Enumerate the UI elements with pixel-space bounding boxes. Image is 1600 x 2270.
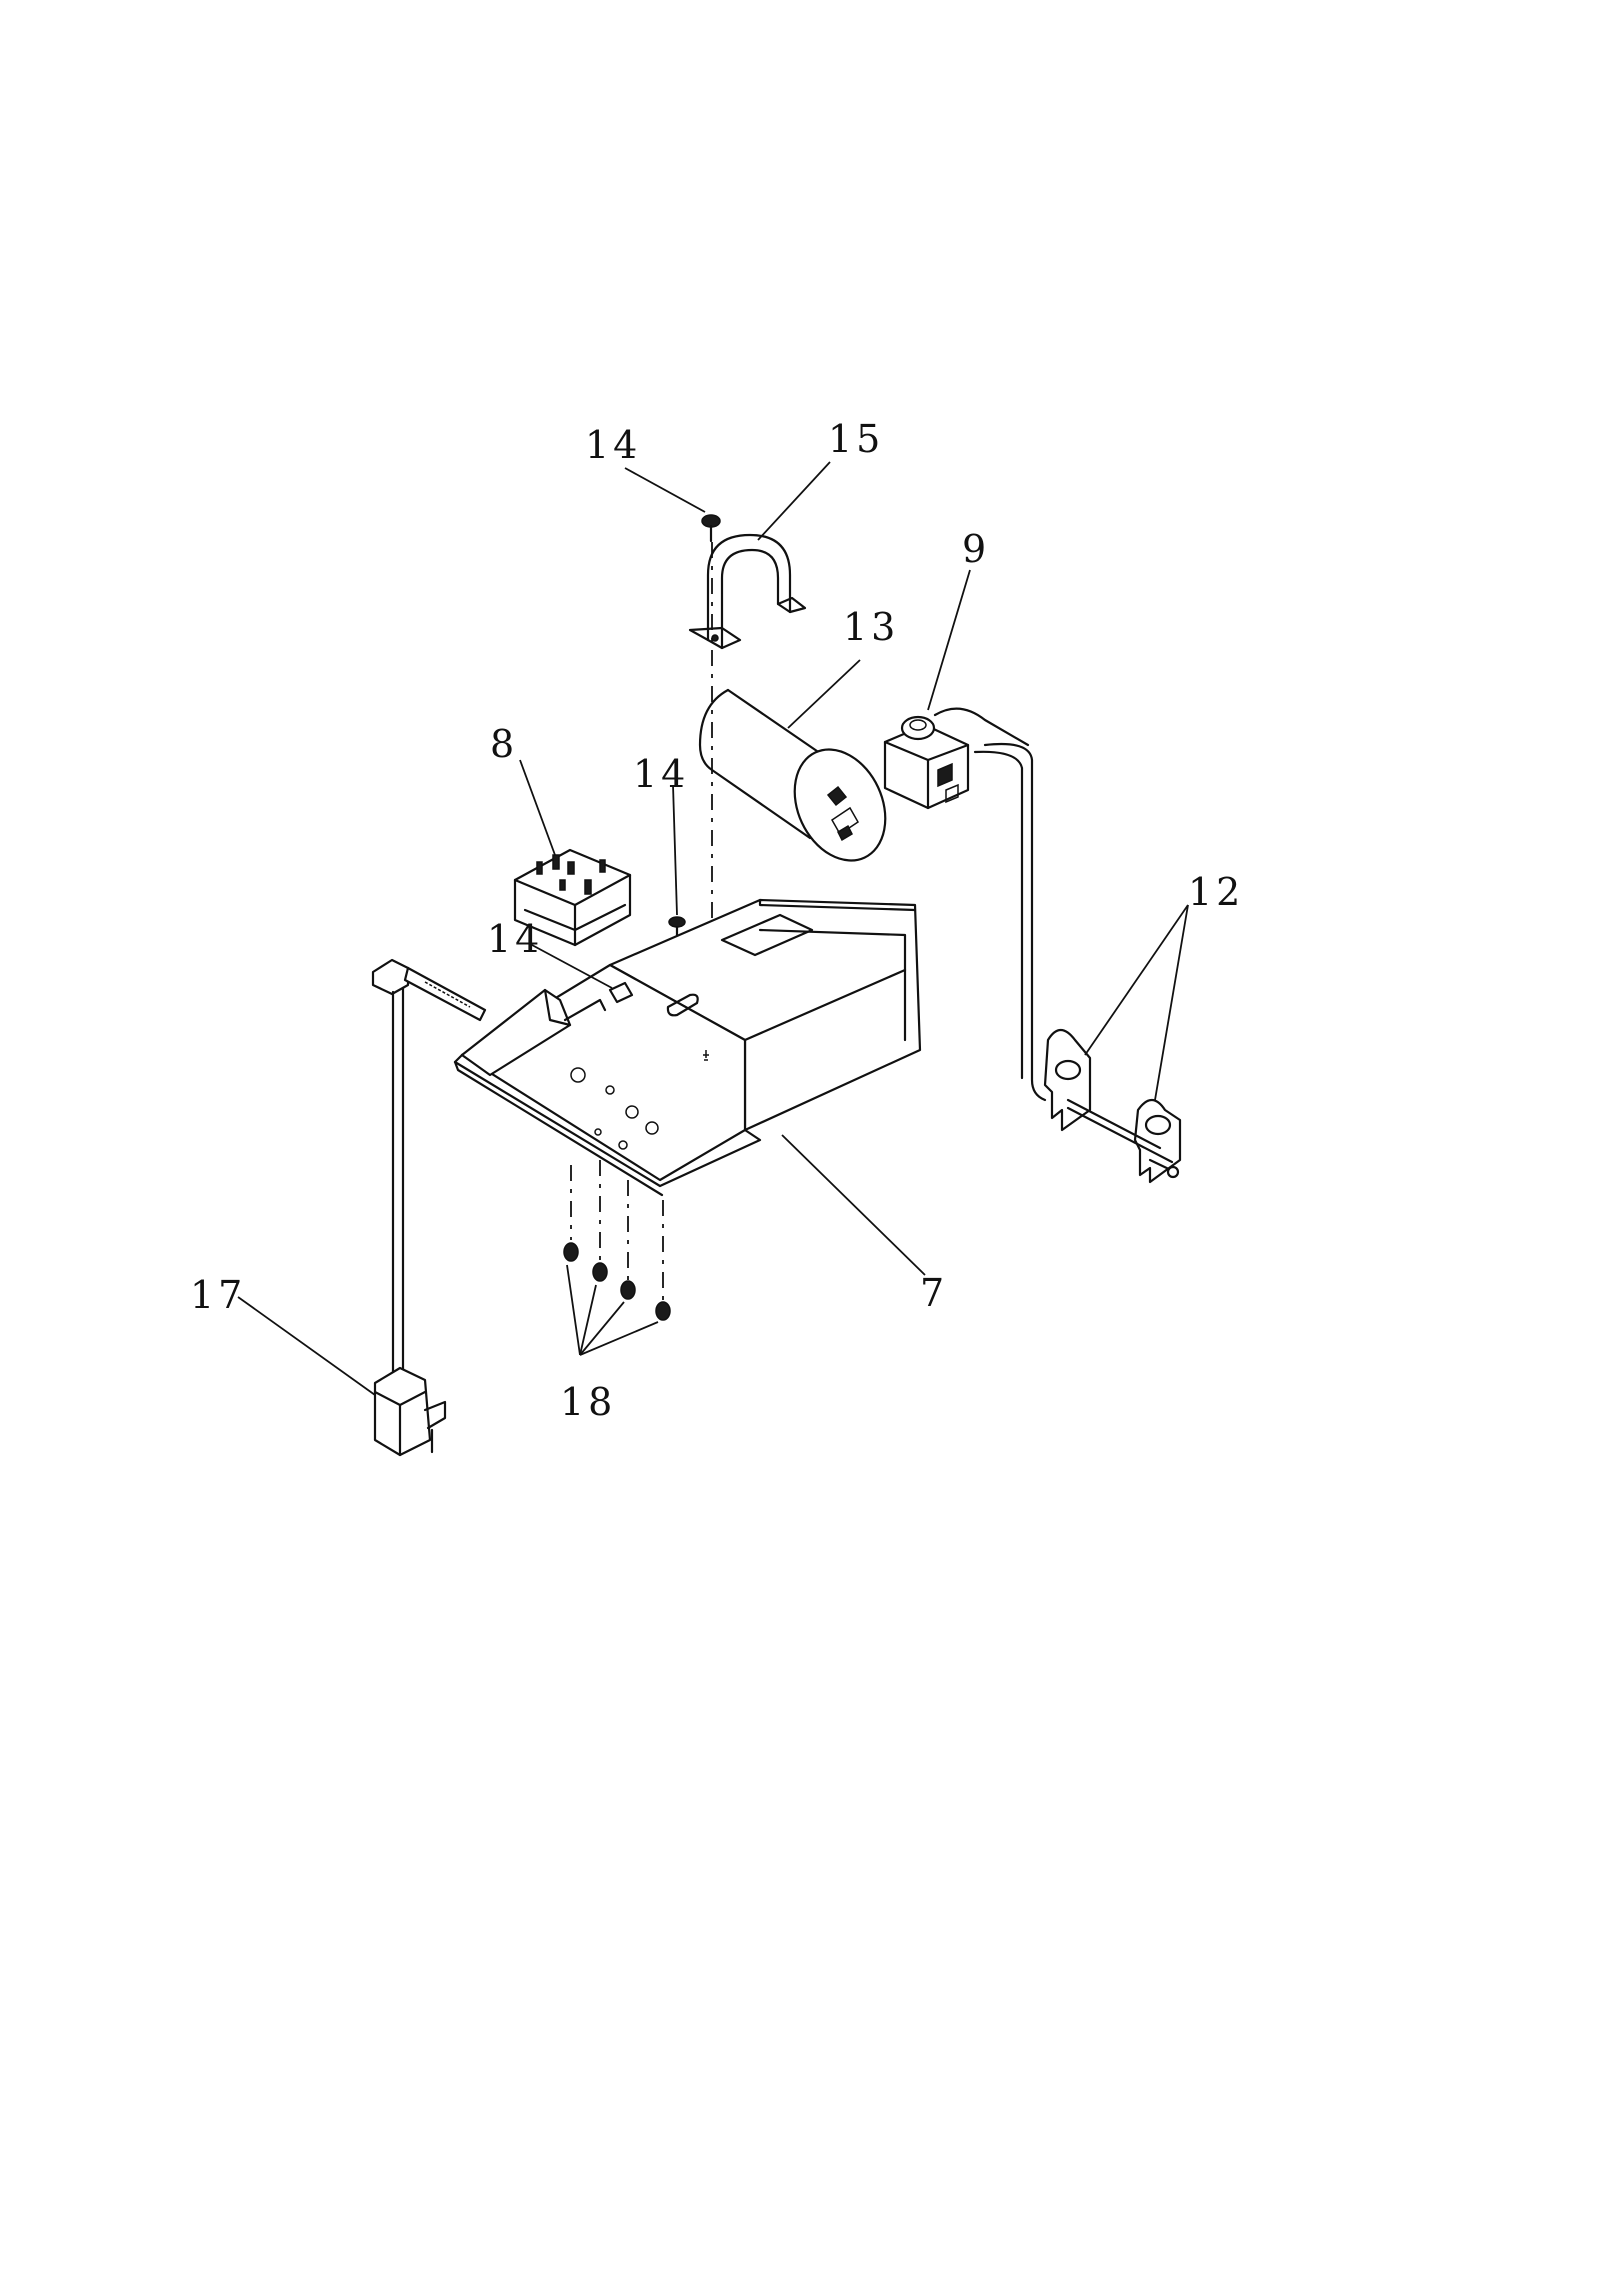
callout-15: 15 <box>828 417 884 461</box>
callout-14-left: 14 <box>487 917 543 961</box>
screw-14-top <box>701 514 721 543</box>
callout-13: 13 <box>843 605 899 649</box>
motor-unit-9 <box>883 707 1030 810</box>
callout-8: 8 <box>490 722 518 766</box>
callout-12: 12 <box>1188 870 1244 914</box>
callout-9: 9 <box>962 527 990 571</box>
callout-14-mid: 14 <box>633 752 689 796</box>
base-tray-7 <box>453 898 922 1197</box>
mounting-bracket-12 <box>1043 1028 1182 1184</box>
capacitor-13 <box>698 688 887 862</box>
clamp-bracket-15 <box>688 533 807 650</box>
relay-8 <box>513 848 632 947</box>
capillary-tube <box>983 742 1047 1102</box>
callout-14-top: 14 <box>585 423 641 467</box>
capillary-tube-inner <box>973 750 1024 1080</box>
power-cord-17 <box>371 958 487 1457</box>
callout-7: 7 <box>920 1271 948 1315</box>
leader-lines <box>237 461 1189 1396</box>
callout-18: 18 <box>560 1380 616 1424</box>
screws-18 <box>563 1160 671 1321</box>
callout-17: 17 <box>190 1273 246 1317</box>
